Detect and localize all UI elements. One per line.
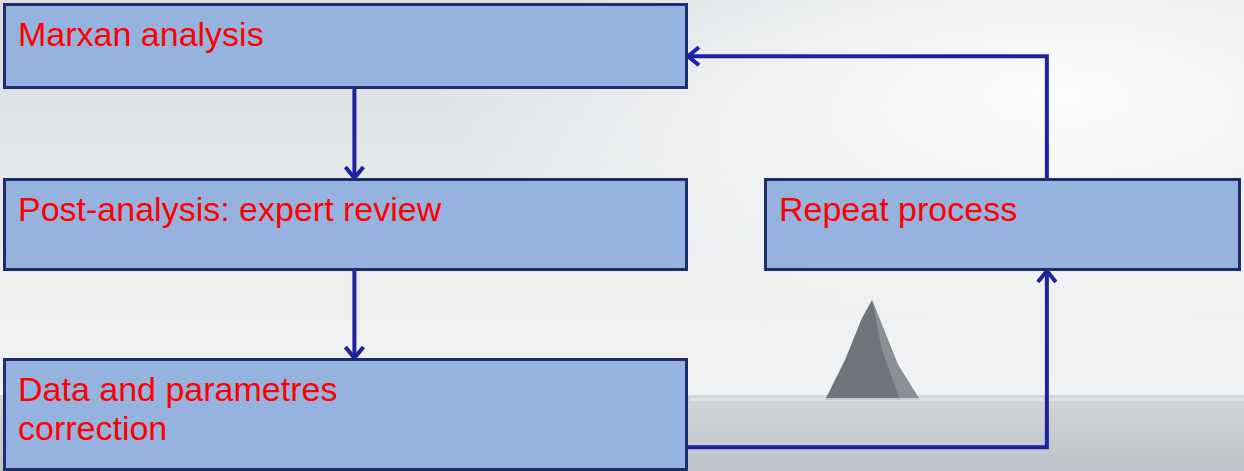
- process-box: Marxan analysis: [3, 3, 688, 89]
- iceberg: [825, 300, 920, 400]
- process-box: Post-analysis: expert review: [3, 178, 688, 271]
- box-label: Post-analysis: expert review: [18, 190, 673, 229]
- process-box: Repeat process: [764, 178, 1241, 271]
- flow-arrow: [688, 56, 1047, 178]
- box-label: Marxan analysis: [18, 15, 673, 54]
- box-label: Repeat process: [779, 190, 1226, 229]
- flow-arrow: [688, 271, 1047, 447]
- iceberg-light-side: [872, 300, 920, 400]
- horizon-line: [690, 398, 1244, 401]
- process-box: Data and parametres correction: [3, 358, 688, 471]
- flow-arrow: [352, 89, 356, 178]
- flow-arrow: [352, 271, 356, 358]
- box-label: Data and parametres correction: [18, 370, 378, 448]
